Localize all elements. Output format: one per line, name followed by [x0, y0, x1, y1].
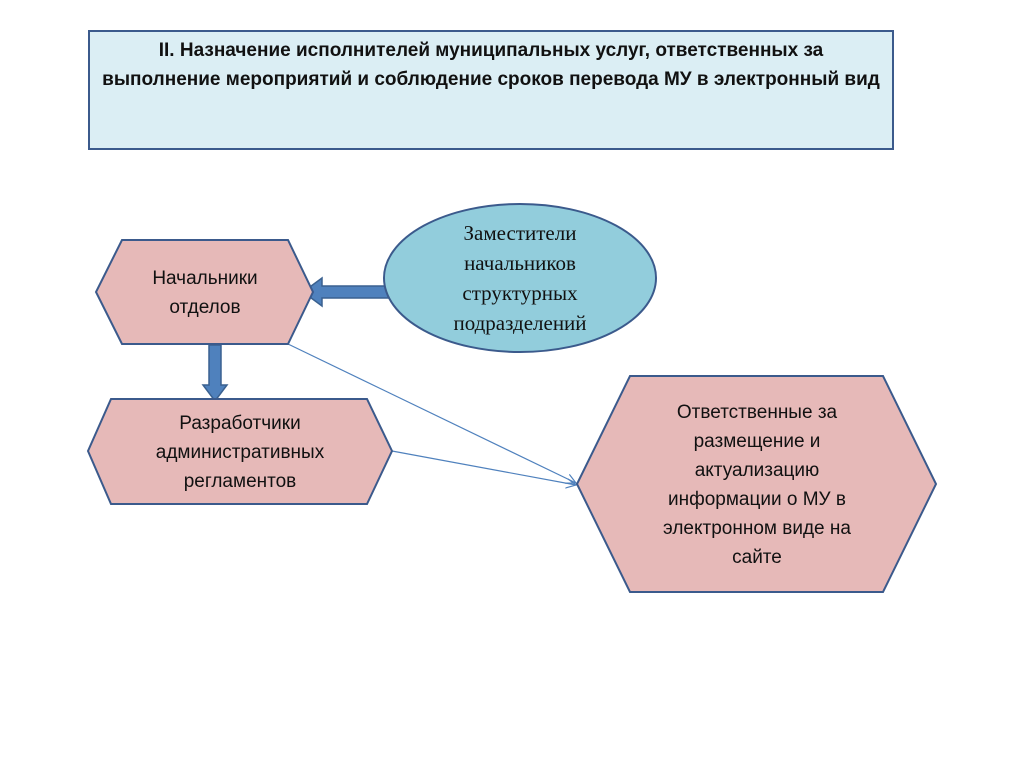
node-deputies-line4: подразделений [453, 311, 587, 335]
node-developers-line1: Разработчики [179, 412, 301, 434]
node-responsible-line3: актуализацию [694, 460, 820, 481]
ellipse-deputies [383, 203, 657, 353]
node-responsible-label: Ответственные за размещение и актуализац… [615, 395, 899, 575]
hexagon-developers [86, 398, 394, 505]
node-heads-label: Начальники отделов [110, 256, 300, 330]
node-developers-line2: административных [155, 441, 325, 463]
node-responsible-line5: электронном виде на [663, 518, 851, 539]
node-developers-label: Разработчики административных регламенто… [110, 407, 370, 497]
node-deputies-line3: структурных [462, 281, 578, 305]
block-arrow-heads-to-developers [201, 344, 229, 403]
title-box: II. Назначение исполнителей муниципальны… [88, 30, 894, 150]
block-arrow-deputies-to-heads [301, 276, 389, 308]
node-responsible-line6: сайте [732, 547, 782, 568]
node-responsible-line1: Ответственные за [676, 402, 838, 423]
hexagon-responsible [575, 375, 938, 593]
connector-developers-to-responsible [391, 450, 576, 485]
node-responsible-line2: размещение и [693, 431, 821, 452]
node-deputies-label: Заместители начальников структурных подр… [400, 215, 640, 341]
hexagon-heads [94, 239, 315, 345]
node-deputies-line1: Заместители [463, 221, 577, 245]
connector-heads-to-responsible [287, 343, 576, 483]
slide-title: II. Назначение исполнителей муниципальны… [102, 40, 880, 90]
node-heads-line2: отделов [169, 297, 241, 318]
node-deputies-line2: начальников [464, 251, 576, 275]
node-heads-line1: Начальники [152, 268, 258, 289]
node-responsible-line4: информации о МУ в [667, 489, 846, 510]
node-developers-line3: регламентов [183, 470, 297, 492]
